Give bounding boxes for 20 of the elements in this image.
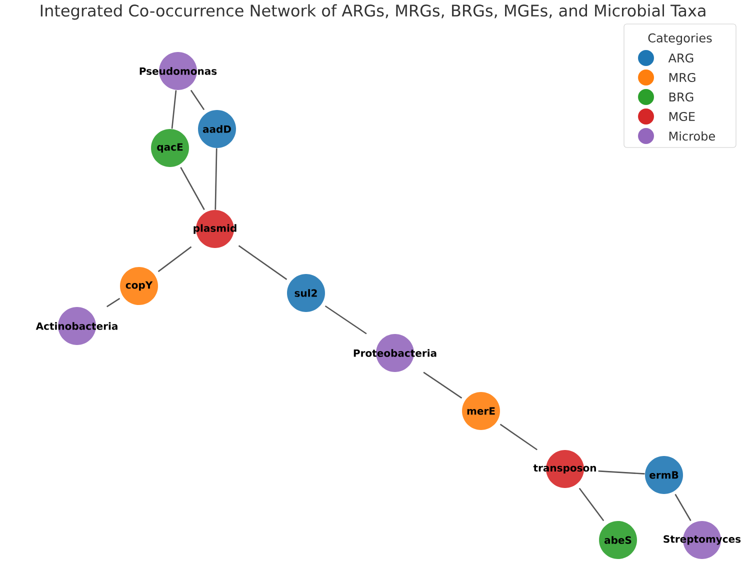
edge-line: [158, 246, 192, 272]
legend-label: ARG: [668, 53, 694, 63]
edge-line: [171, 90, 177, 129]
legend-label: MGE: [669, 112, 695, 122]
chart-title: Integrated Co-occurrence Network of ARGs, MRGs, BRGs, MGEs, and Microbial Taxa: [40, 4, 706, 20]
legend-label: BRG: [669, 92, 694, 102]
edge-line: [180, 166, 205, 210]
edge-line: [500, 424, 538, 450]
edge-line: [578, 488, 604, 522]
edge-line: [190, 90, 205, 110]
legend-label: Microbe: [669, 131, 715, 141]
edge-line: [423, 372, 462, 399]
legend-title: Categories: [648, 33, 712, 45]
edge-line: [324, 305, 367, 334]
legend-label: MRG: [669, 72, 696, 82]
edge-line: [598, 470, 645, 475]
edge-line: [214, 148, 218, 210]
edge-line: [106, 298, 120, 308]
edge-line: [674, 494, 692, 522]
edge-line: [238, 245, 288, 280]
